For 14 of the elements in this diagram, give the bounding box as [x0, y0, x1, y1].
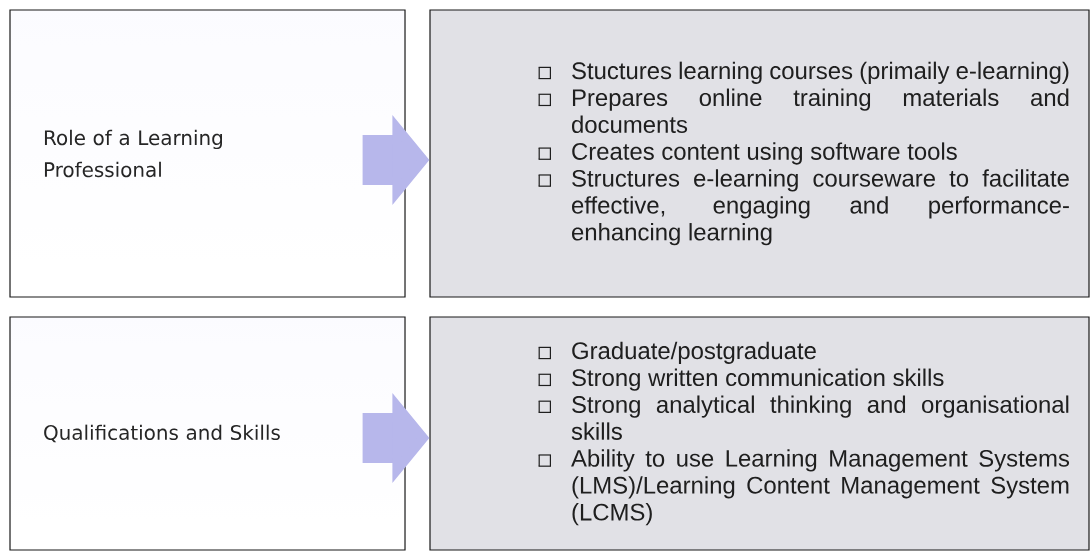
bullet-item: Structures e-learning courseware to facilitate effective, engaging and performance-enhancing learning	[572, 169, 1069, 246]
box-label: Role of a Learning Professional	[44, 129, 222, 178]
bullet-item: Strong written communication skills	[572, 368, 944, 391]
bullet-item: Stuctures learning courses (primaily e-learning)	[572, 61, 1069, 84]
label-box	[9, 316, 406, 551]
bullet-item: Prepares online training materials and documents	[572, 88, 1069, 133]
bullet-item: Creates content using software tools	[572, 142, 957, 165]
box-label: Qualifications and Skills	[44, 424, 280, 443]
content-panel	[429, 9, 1090, 298]
bullet-item: Graduate/postgraduate	[572, 341, 816, 364]
content-panel	[429, 316, 1090, 551]
label-box	[9, 9, 406, 298]
bullet-item: Strong analytical thinking and organisational skills	[571, 395, 1069, 440]
bullet-item: Ability to use Learning Management Systems (LMS)/Learning Content Management System (LCMS)	[571, 449, 1070, 526]
